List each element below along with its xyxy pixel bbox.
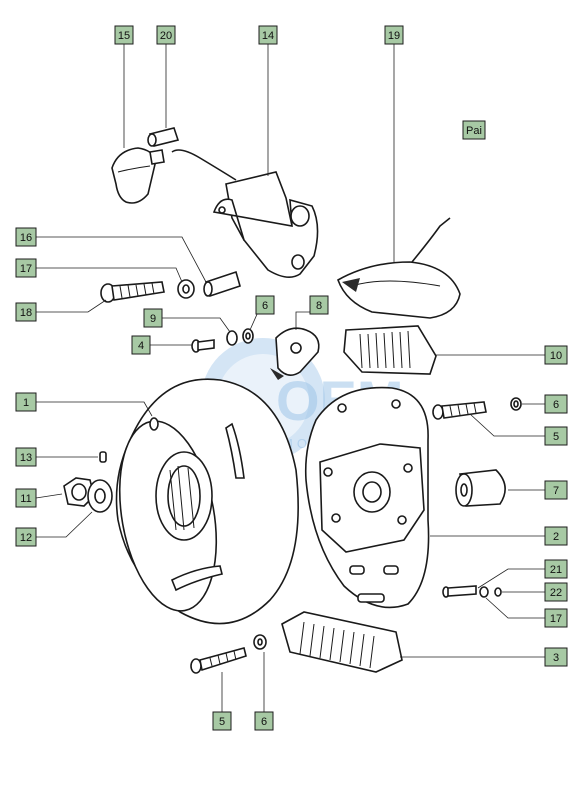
callout-label: 11 (20, 493, 31, 505)
callout-17: 17 (15, 258, 37, 278)
callout-label: 14 (262, 30, 274, 42)
callout-label: 2 (553, 531, 559, 543)
callout-21: 21 (544, 559, 568, 579)
long-screw-part (100, 281, 165, 303)
callout-label: 15 (118, 30, 130, 42)
callout-label: 21 (550, 564, 562, 576)
screw-part-right (432, 401, 487, 420)
callout-2: 2 (544, 526, 568, 546)
lighting-coil-part-lower (281, 611, 403, 673)
spark-plug-cap-part (111, 147, 165, 204)
callout-5: 5 (212, 711, 232, 731)
callout-label: 6 (261, 716, 267, 728)
callout-label: 7 (553, 485, 559, 497)
callout-label: 5 (553, 431, 559, 443)
small-washer-part-9 (226, 330, 238, 346)
callout-1: 1 (15, 392, 37, 412)
callout-17: 17 (544, 608, 568, 628)
contact-breaker-part (270, 327, 320, 380)
callout-6: 6 (544, 394, 568, 414)
callout-label: 1 (23, 397, 29, 409)
callout-label: 18 (20, 307, 32, 319)
callout-5: 5 (544, 426, 568, 446)
callout-6: 6 (255, 295, 275, 315)
callout-label: 6 (262, 300, 268, 312)
stator-plate-part (304, 386, 430, 609)
callout-label: 22 (550, 587, 562, 599)
callout-label: 20 (160, 30, 172, 42)
callout-19: 19 (384, 25, 404, 45)
callout-label: 19 (388, 30, 400, 42)
sleeve-part (203, 270, 241, 298)
callout-label: 6 (553, 399, 559, 411)
flywheel-part (115, 378, 299, 625)
woodruff-key-part (99, 451, 107, 463)
callout-15: 15 (114, 25, 134, 45)
callout-18: 18 (15, 302, 37, 322)
callout-10: 10 (544, 345, 568, 365)
callout-11: 11 (15, 488, 37, 508)
washer-part-22 (479, 586, 502, 598)
grommet-part (455, 469, 506, 507)
callout-label: 4 (138, 340, 144, 352)
callout-label: 3 (553, 652, 559, 664)
callout-8: 8 (309, 295, 329, 315)
callout-13: 13 (15, 447, 37, 467)
leader-lines (35, 44, 545, 712)
callout-4: 4 (131, 335, 151, 355)
callout-20: 20 (156, 25, 176, 45)
callout-9: 9 (143, 308, 163, 328)
callout-label: 13 (20, 452, 32, 464)
washer-part-12 (87, 479, 113, 513)
screw-part-bottom (190, 647, 247, 674)
washer-part-upper (177, 279, 195, 299)
callout-3: 3 (544, 647, 568, 667)
callout-16: 16 (15, 227, 37, 247)
callout-label: 17 (20, 263, 32, 275)
callout-label: 10 (550, 350, 562, 362)
callout-label: 8 (316, 300, 322, 312)
small-screw-part (191, 339, 215, 353)
lighting-coil-part-upper (343, 325, 437, 375)
pair-tag-label: Pai (466, 125, 482, 137)
callout-6: 6 (254, 711, 274, 731)
small-washer-part-6-upper (242, 328, 254, 344)
callout-label: 12 (20, 532, 32, 544)
callout-label: 5 (219, 716, 225, 728)
pickup-coil-part (337, 217, 461, 319)
pair-tag: Pai (462, 120, 486, 140)
small-screw-part-21 (442, 585, 477, 598)
callout-22: 22 (544, 582, 568, 602)
callout-12: 12 (15, 527, 37, 547)
washer-part-6-bottom (253, 634, 267, 650)
callout-label: 16 (20, 232, 32, 244)
callout-7: 7 (544, 480, 568, 500)
nut-part (63, 477, 95, 507)
ignition-coil-part (171, 149, 319, 278)
connector-part (147, 127, 180, 147)
callout-label: 17 (550, 613, 562, 625)
callout-14: 14 (258, 25, 278, 45)
washer-part-6-right (510, 397, 522, 411)
callout-label: 9 (150, 313, 156, 325)
